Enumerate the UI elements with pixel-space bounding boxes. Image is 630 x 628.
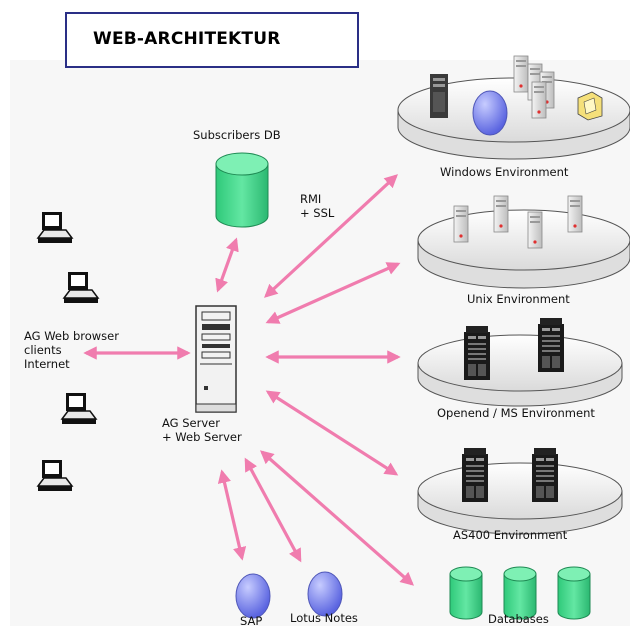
arrow-server-subscribers [215,237,239,293]
connection-arrows [83,174,415,586]
ag-server-label: AG Server + Web Server [162,416,242,444]
client-pc-icon [63,271,99,304]
subscribers-db-label: Subscribers DB [193,128,281,142]
windows-env-label: Windows Environment [440,165,569,179]
client-pc-icon [61,392,97,425]
databases-icon [449,566,591,620]
client-pc-icon [37,459,73,492]
sap-label: SAP [240,614,263,628]
arrow-server-databases [259,450,415,586]
as400-platform [417,462,623,535]
unix-env-label: Unix Environment [467,292,570,306]
sap-icon [235,573,271,619]
windows-platform [397,77,630,160]
windows-servers-icon [430,55,603,136]
arrow-server-as400 [265,390,399,476]
arrow-server-sap [217,469,247,561]
subscribers-db-icon [215,152,269,228]
client-pc-icon [37,211,73,244]
databases-label: Databases [488,612,549,626]
clients-label: AG Web browser clients Internet [24,329,119,371]
lotus-notes-icon [307,571,343,617]
arrow-server-lotus [244,457,302,563]
rmi-ssl-label: RMI + SSL [300,192,335,220]
as400-env-label: AS400 Environment [453,528,568,542]
openend-platform [417,334,623,407]
diagram-title: WEB-ARCHITEKTUR [93,29,281,49]
openend-env-label: Openend / MS Environment [437,406,595,420]
title-box: WEB-ARCHITEKTUR [65,12,359,68]
lotus-notes-label: Lotus Notes [290,611,358,625]
ag-server-icon [195,305,237,413]
unix-platform [417,209,630,289]
arrow-server-unix [265,262,401,324]
